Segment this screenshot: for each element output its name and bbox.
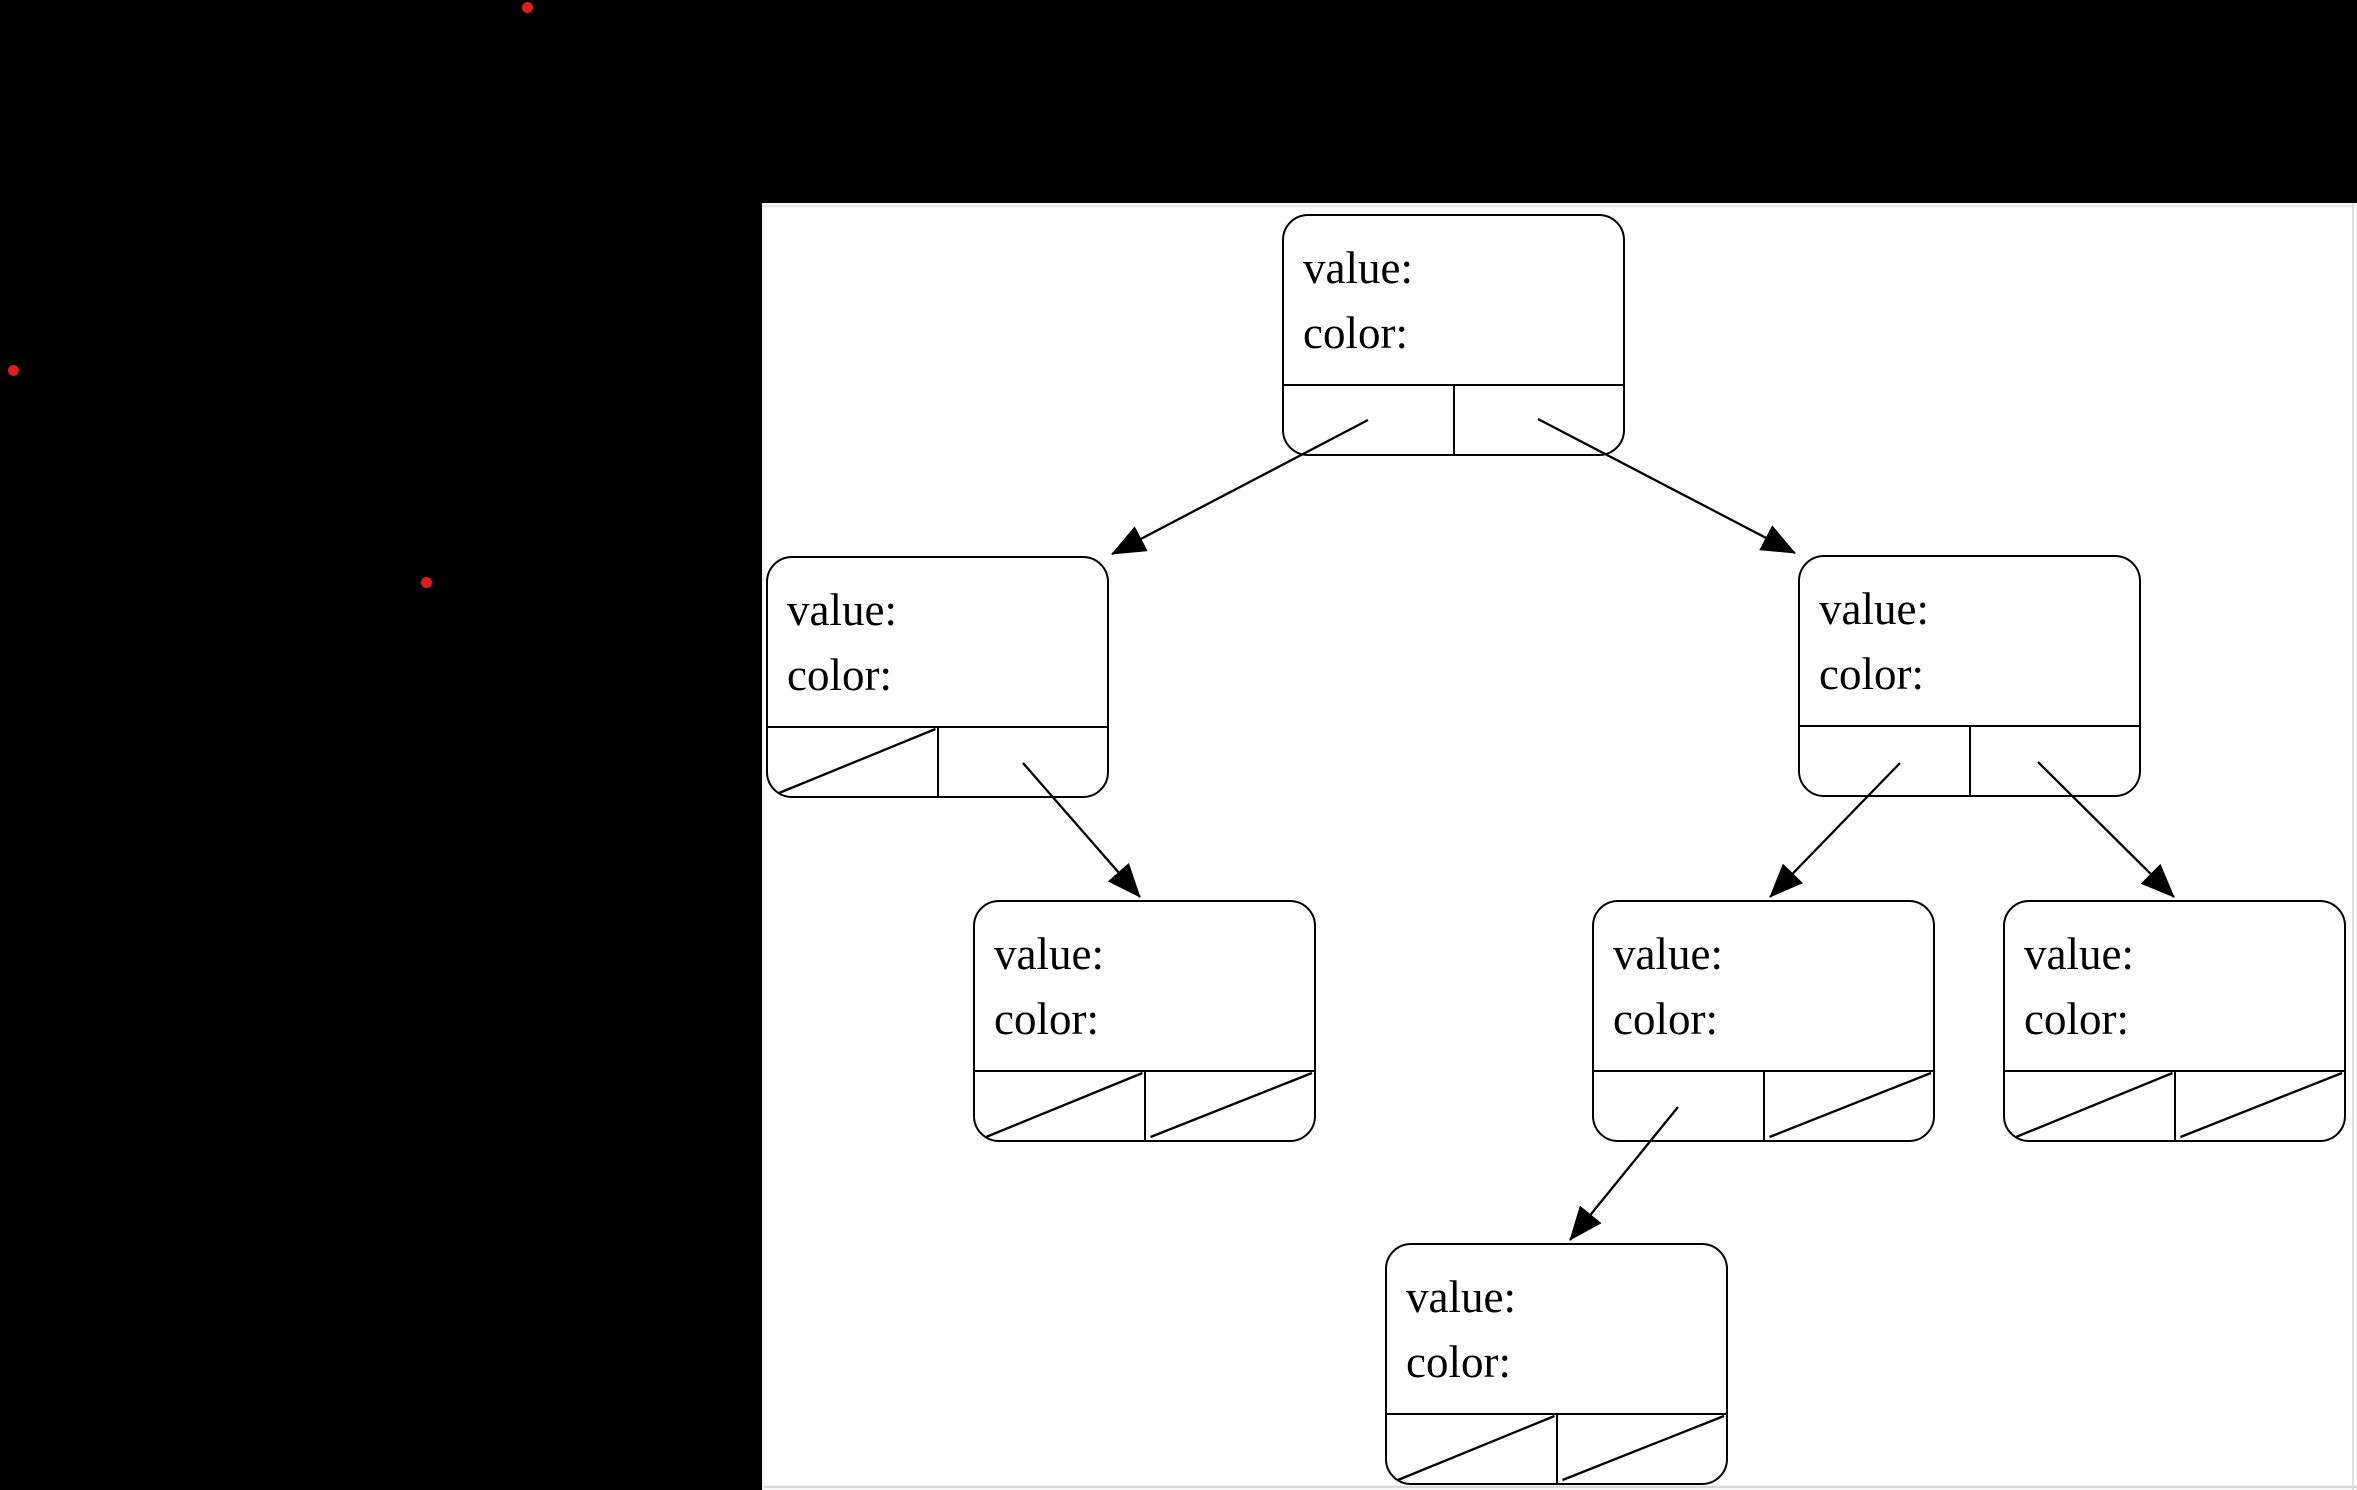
pointer-row [1284, 384, 1623, 454]
left-pointer-cell [975, 1072, 1144, 1140]
left-pointer-cell [1800, 727, 1969, 795]
left-pointer-cell [1594, 1072, 1763, 1140]
right-pointer-cell [936, 728, 1108, 796]
tree-node-root: value: color: [1282, 214, 1625, 456]
tree-node-left: value: color: [766, 556, 1109, 798]
red-marker-dot-1 [521, 1, 533, 13]
right-pointer-cell [1452, 386, 1624, 454]
right-pointer-cell [1968, 727, 2140, 795]
tree-node-right-left: value: color: [1592, 900, 1935, 1142]
node-color-label: color: [1819, 649, 1924, 699]
tree-node-left-right: value: color: [973, 900, 1316, 1142]
left-pointer-cell [1284, 386, 1453, 454]
node-label-section: value: color: [768, 558, 1107, 726]
node-value-label: value: [1819, 584, 1929, 634]
node-value-label: value: [1303, 243, 1413, 293]
tree-node-right-right: value: color: [2003, 900, 2346, 1142]
pointer-row [1594, 1070, 1933, 1140]
left-pointer-cell [1387, 1415, 1556, 1483]
node-color-label: color: [2024, 994, 2129, 1044]
node-value-label: value: [2024, 929, 2134, 979]
pointer-row [2005, 1070, 2344, 1140]
tree-node-right: value: color: [1798, 555, 2141, 797]
right-pointer-cell [1143, 1072, 1315, 1140]
node-label-section: value: color: [975, 902, 1314, 1070]
node-label-section: value: color: [1387, 1245, 1726, 1413]
tree-node-right-left-left: value: color: [1385, 1243, 1728, 1485]
node-label-section: value: color: [2005, 902, 2344, 1070]
pointer-row [1800, 725, 2139, 795]
node-color-label: color: [994, 994, 1099, 1044]
node-value-label: value: [994, 929, 1104, 979]
left-pointer-cell [768, 728, 937, 796]
left-pointer-cell [2005, 1072, 2174, 1140]
node-color-label: color: [1303, 308, 1408, 358]
pointer-row [975, 1070, 1314, 1140]
right-pointer-cell [2173, 1072, 2345, 1140]
node-value-label: value: [1613, 929, 1723, 979]
node-color-label: color: [1613, 994, 1718, 1044]
right-pointer-cell [1762, 1072, 1934, 1140]
red-marker-dot-2 [7, 364, 19, 376]
pointer-row [768, 726, 1107, 796]
right-pointer-cell [1555, 1415, 1727, 1483]
red-marker-dot-3 [420, 576, 432, 588]
node-value-label: value: [1406, 1272, 1516, 1322]
node-color-label: color: [1406, 1337, 1511, 1387]
node-label-section: value: color: [1800, 557, 2139, 725]
node-color-label: color: [787, 650, 892, 700]
node-value-label: value: [787, 585, 897, 635]
node-label-section: value: color: [1594, 902, 1933, 1070]
pointer-row [1387, 1413, 1726, 1483]
node-label-section: value: color: [1284, 216, 1623, 384]
